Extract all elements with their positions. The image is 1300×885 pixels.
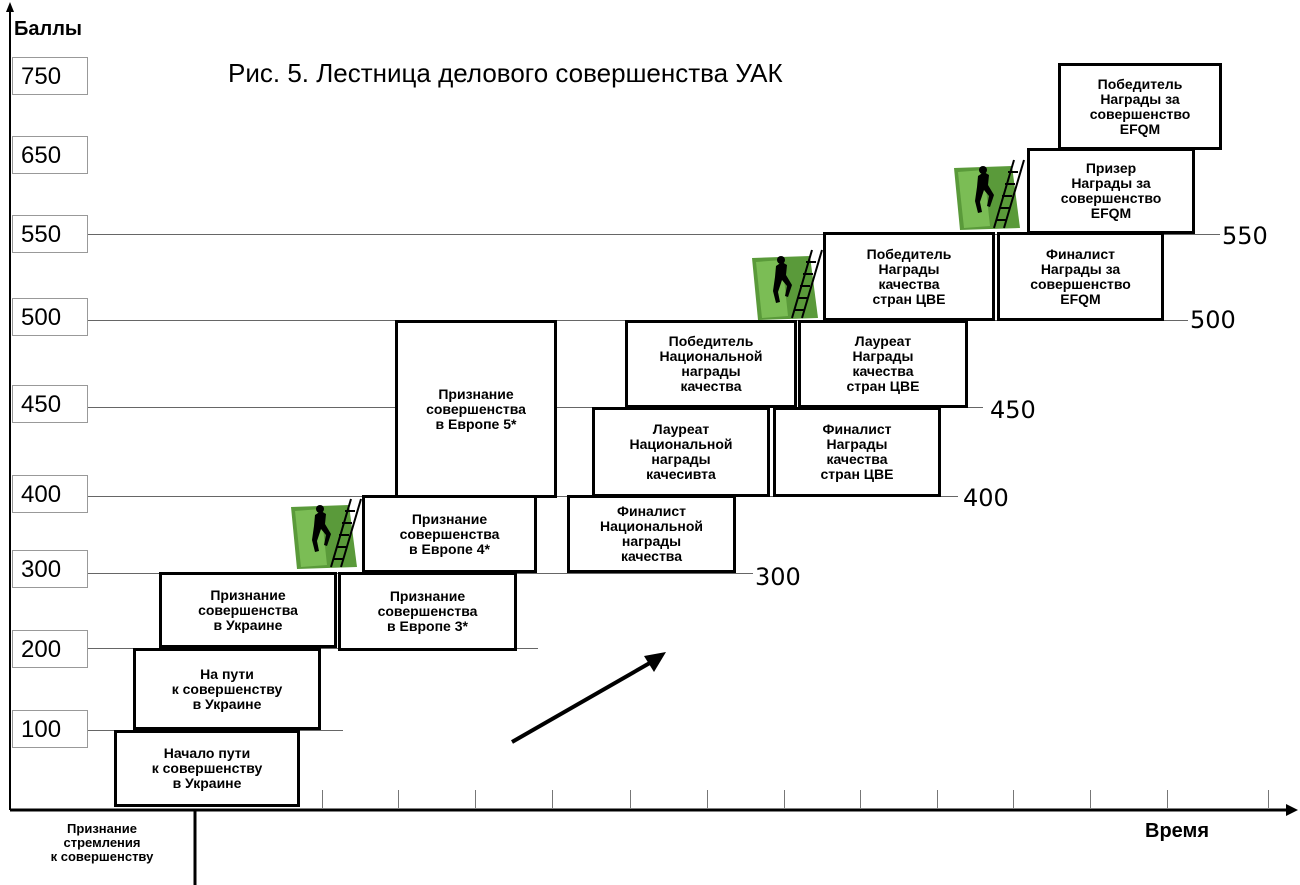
y-level-400: 400 <box>12 475 88 513</box>
step-national-laureate: Лауреат Национальной награды качесивта <box>592 407 770 497</box>
y-level-300: 300 <box>12 550 88 588</box>
step-path-ukraine: На пути к совершенству в Украине <box>133 648 321 730</box>
right-label-450: 450 <box>990 396 1036 424</box>
step-recognition-ukraine: Признание совершенства в Украине <box>159 572 337 648</box>
y-level-450: 450 <box>12 385 88 423</box>
step-efqm-prize: Призер Награды за совершенство EFQM <box>1027 148 1195 234</box>
right-label-550: 550 <box>1222 222 1268 250</box>
ladder-climber-icon <box>752 249 823 320</box>
step-recognition-europe-4: Признание совершенства в Европе 4* <box>362 495 537 573</box>
diagram-title: Рис. 5. Лестница делового совершенства У… <box>228 58 783 88</box>
step-start-ukraine: Начало пути к совершенству в Украине <box>114 730 300 807</box>
x-axis-label: Время <box>1145 820 1209 842</box>
step-national-finalist: Финалист Национальной награды качества <box>567 495 736 573</box>
x-tick <box>1167 790 1168 808</box>
x-tick <box>1013 790 1014 808</box>
right-label-500: 500 <box>1190 306 1236 334</box>
step-cee-winner: Победитель Награды качества стран ЦВЕ <box>823 232 995 321</box>
base-label: Признание стремления к совершенству <box>50 821 154 864</box>
step-national-winner: Победитель Национальной награды качества <box>625 320 797 408</box>
y-level-500: 500 <box>12 298 88 336</box>
step-efqm-finalist: Финалист Награды за совершенство EFQM <box>997 232 1164 321</box>
y-level-650: 650 <box>12 136 88 174</box>
right-label-300: 300 <box>755 563 801 591</box>
x-tick <box>552 790 553 808</box>
x-tick <box>630 790 631 808</box>
step-efqm-winner: Победитель Награды за совершенство EFQM <box>1058 63 1222 150</box>
x-tick <box>707 790 708 808</box>
y-level-550: 550 <box>12 215 88 253</box>
step-recognition-europe-3: Признание совершенства в Европе 3* <box>338 572 517 651</box>
y-level-200: 200 <box>12 630 88 668</box>
x-tick <box>1268 790 1269 808</box>
x-tick <box>475 790 476 808</box>
ladder-climber-icon <box>954 159 1025 230</box>
step-recognition-europe-5: Признание совершенства в Европе 5* <box>395 320 557 498</box>
step-cee-finalist: Финалист Награды качества стран ЦВЕ <box>773 407 941 497</box>
y-level-750: 750 <box>12 57 88 95</box>
x-tick <box>860 790 861 808</box>
x-tick <box>784 790 785 808</box>
step-cee-laureate: Лауреат Награды качества стран ЦВЕ <box>798 320 968 408</box>
ladder-climber-icon <box>291 498 362 569</box>
x-tick <box>937 790 938 808</box>
x-tick <box>398 790 399 808</box>
right-label-400: 400 <box>963 484 1009 512</box>
y-axis-label: Баллы <box>14 18 82 40</box>
x-tick <box>1090 790 1091 808</box>
level-line-550 <box>88 234 1220 235</box>
y-level-100: 100 <box>12 710 88 748</box>
x-tick <box>322 790 323 808</box>
